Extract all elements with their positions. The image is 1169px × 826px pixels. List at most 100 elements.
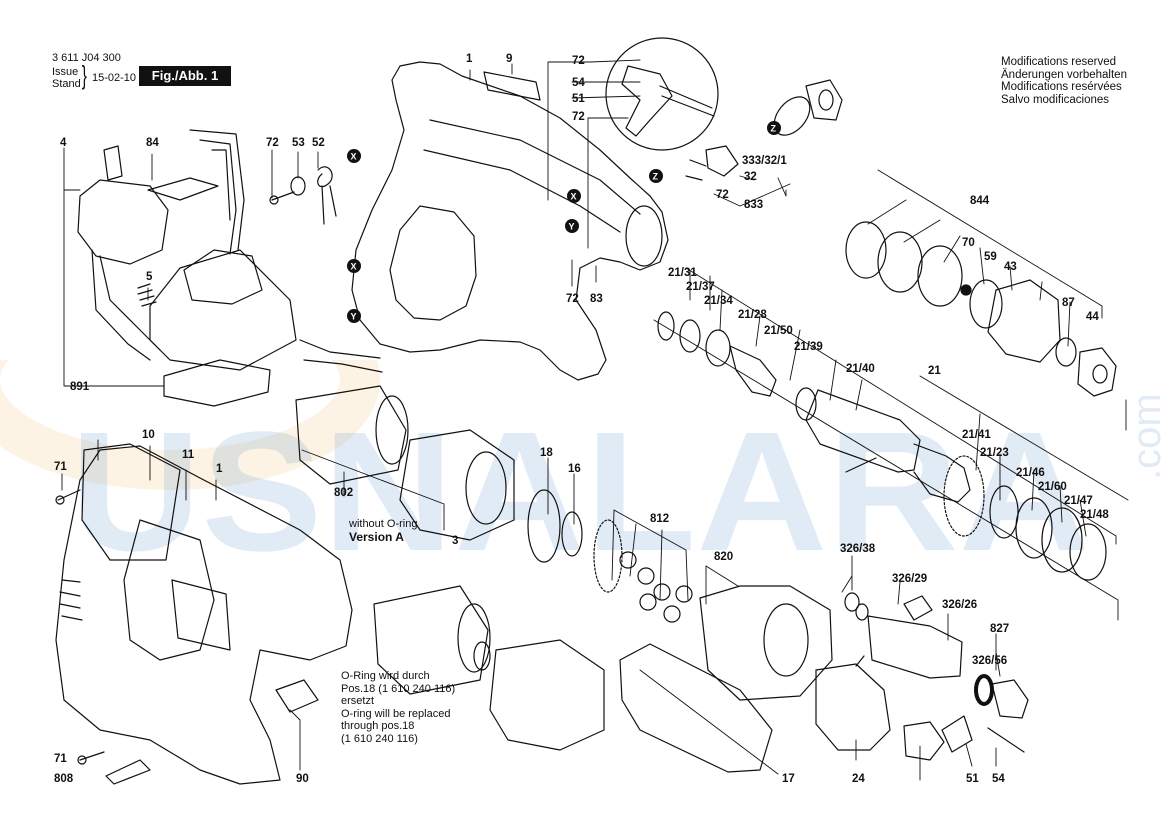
screw-71 — [79, 751, 105, 761]
part-callout: 5 — [146, 271, 153, 283]
part-callout: 72 — [572, 111, 585, 123]
spring-part — [137, 283, 157, 307]
pin-54 — [987, 727, 1025, 753]
nameplate — [105, 759, 151, 785]
switch-trigger — [103, 145, 123, 181]
upper-housing-handle-opening — [389, 205, 477, 321]
part-callout: 72 — [572, 55, 585, 67]
lock-plate — [941, 715, 973, 753]
version-note: without O-ring Version A — [349, 518, 417, 543]
part-callout: 808 — [54, 773, 74, 785]
part-callout: 21 — [928, 365, 941, 377]
spindle-ring — [657, 311, 675, 341]
gear-carrier — [699, 585, 833, 701]
part-callout: 17 — [782, 773, 795, 785]
planet-gear — [653, 583, 671, 601]
motor-end-b — [457, 603, 491, 673]
striker — [991, 679, 1029, 719]
oring-b — [473, 641, 491, 671]
part-callout: 802 — [334, 487, 353, 499]
modifications-line: Modifications reserved — [1001, 56, 1117, 68]
part-callout: 21/23 — [980, 447, 1009, 459]
brace-glyph: } — [81, 60, 87, 90]
chuck-sleeve — [987, 279, 1061, 363]
gear-housing-bore — [465, 451, 507, 525]
part-callout: 70 — [962, 237, 975, 249]
screw-71 — [57, 489, 81, 501]
modifications-line: Modifications resérvées — [1001, 81, 1122, 93]
label-plate — [483, 71, 541, 101]
cap-ring — [805, 79, 843, 121]
latch-part — [705, 145, 739, 177]
battery-contact-plate — [163, 359, 271, 407]
part-callout: 51 — [572, 93, 585, 105]
screw — [271, 191, 295, 201]
motor-housing — [295, 385, 407, 485]
part-callout: 21/39 — [794, 341, 823, 353]
main-housing-label — [171, 579, 231, 651]
part-callout: 43 — [1004, 261, 1017, 273]
leader-lines — [61, 59, 1129, 781]
part-callout: 16 — [568, 463, 581, 475]
main-housing-vents — [59, 579, 83, 621]
ring-gear — [593, 519, 623, 593]
upper-housing-rib — [423, 149, 621, 233]
part-callout: 21/50 — [764, 325, 793, 337]
oring-note-line: ersetzt — [341, 695, 375, 707]
spindle-ring — [1015, 497, 1053, 559]
part-callout: 51 — [966, 773, 979, 785]
reference-marker-y: Y — [569, 222, 575, 232]
part-callout: 54 — [992, 773, 1005, 785]
seal-ring — [561, 511, 583, 557]
part-callout: 9 — [506, 53, 512, 65]
chuck-cap — [1077, 347, 1117, 397]
piston — [867, 615, 963, 679]
spindle-ring — [1069, 523, 1107, 581]
chuck-cap-bore — [1092, 364, 1108, 384]
electronics-board — [149, 249, 297, 371]
part-callout: 21/28 — [738, 309, 767, 321]
part-callout: 3 — [452, 535, 458, 547]
part-callout: 844 — [970, 195, 990, 207]
part-callout: 21/60 — [1038, 481, 1067, 493]
reference-marker-circle — [565, 219, 579, 233]
modifications-line: Änderungen vorbehalten — [1001, 68, 1127, 81]
part-callout: 812 — [650, 513, 669, 525]
housing-cover-10 — [81, 443, 181, 561]
part-callout: 827 — [990, 623, 1009, 635]
contact-block — [183, 249, 263, 305]
part-callout: 53 — [292, 137, 305, 149]
planet-gear — [639, 593, 657, 611]
stand-label: Stand — [52, 78, 81, 90]
part-callout: 1 — [216, 463, 223, 475]
motor-end — [375, 395, 409, 465]
impact-mechanism — [815, 663, 891, 751]
oring-note-line: O-ring will be replaced — [341, 707, 451, 720]
mode-button — [275, 679, 319, 713]
spindle-front — [913, 443, 971, 503]
chuck-ring — [845, 221, 887, 279]
part-callout: 326/26 — [942, 599, 977, 611]
switch-slider — [147, 177, 219, 201]
part-callout: 21/37 — [686, 281, 715, 293]
reference-marker-circle — [767, 121, 781, 135]
reference-marker-circle — [347, 149, 361, 163]
main-housing-grip — [123, 519, 215, 661]
part-callout: 87 — [1062, 297, 1075, 309]
chuck-ring — [917, 245, 963, 307]
reference-marker-x: X — [351, 262, 357, 272]
bearing-assembly — [903, 721, 945, 761]
part-callout: 84 — [146, 137, 159, 149]
part-callout: 52 — [312, 137, 325, 149]
motor-housing-b — [373, 585, 489, 695]
modifications-notice: Modifications reserved Änderungen vorbeh… — [1001, 56, 1127, 106]
part-callout: 21/47 — [1064, 495, 1093, 507]
part-callout: 18 — [540, 447, 553, 459]
part-callout: 326/56 — [972, 655, 1007, 667]
part-callout: 83 — [590, 293, 603, 305]
part-callout: 21/48 — [1080, 509, 1109, 521]
part-callout: 59 — [984, 251, 997, 263]
oring-note-line: O-Ring wird durch — [341, 670, 430, 682]
reference-marker-x: X — [351, 152, 357, 162]
upper-housing-rib — [429, 119, 641, 215]
